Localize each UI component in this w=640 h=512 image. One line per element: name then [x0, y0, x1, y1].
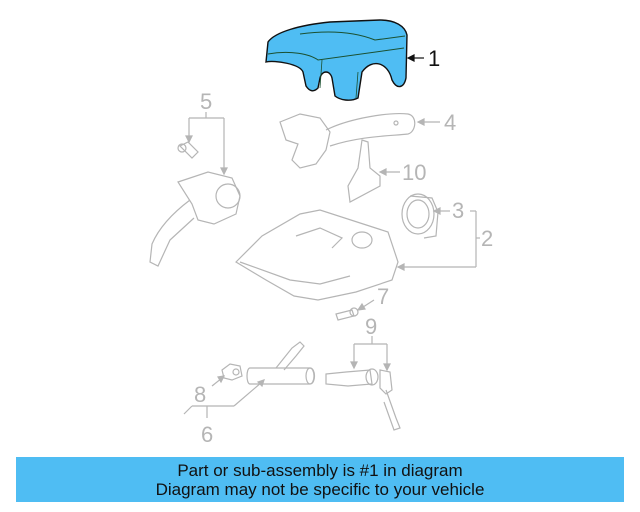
callout-1[interactable]: 1	[428, 46, 441, 71]
info-banner: Part or sub-assembly is #1 in diagram Di…	[16, 457, 624, 502]
parts-diagram: 1 2 3 4 5 6 7 8 9 10	[149, 19, 494, 447]
part-1-upper-column-cover[interactable]	[265, 19, 408, 101]
leader-1	[406, 54, 424, 62]
part-9-lock-cylinder[interactable]	[325, 368, 401, 431]
callout-9[interactable]: 9	[365, 314, 378, 339]
part-10-bracket[interactable]	[347, 139, 381, 203]
callout-5[interactable]: 5	[200, 89, 213, 114]
callout-8[interactable]: 8	[194, 382, 207, 407]
callout-2[interactable]: 2	[481, 226, 494, 251]
leader-10	[378, 168, 400, 176]
part-2-lower-column-cover[interactable]	[235, 209, 399, 301]
part-6-lock-housing[interactable]	[246, 341, 316, 385]
callout-6[interactable]: 6	[201, 422, 214, 447]
banner-disclaimer-text: Diagram may not be specific to your vehi…	[155, 479, 485, 499]
leader-3-2	[396, 207, 480, 271]
part-7-screw[interactable]	[335, 307, 359, 321]
callout-3[interactable]: 3	[452, 198, 465, 223]
part-4-combination-switch[interactable]	[279, 113, 416, 169]
leader-4	[416, 118, 440, 126]
diagram-canvas	[149, 19, 480, 431]
leader-8-6	[183, 375, 265, 418]
leader-9	[350, 336, 391, 372]
part-5-screw[interactable]	[177, 141, 199, 159]
callout-10[interactable]: 10	[402, 160, 427, 185]
part-3-ring[interactable]	[401, 193, 439, 239]
leader-7	[356, 299, 375, 311]
callout-4[interactable]: 4	[444, 110, 457, 135]
part-8-clip[interactable]	[221, 363, 243, 381]
leader-5	[185, 112, 228, 176]
part-wiper-switch[interactable]	[149, 171, 241, 267]
banner-part-number-text: Part or sub-assembly is #1 in diagram	[177, 460, 463, 480]
callout-7[interactable]: 7	[377, 284, 390, 309]
